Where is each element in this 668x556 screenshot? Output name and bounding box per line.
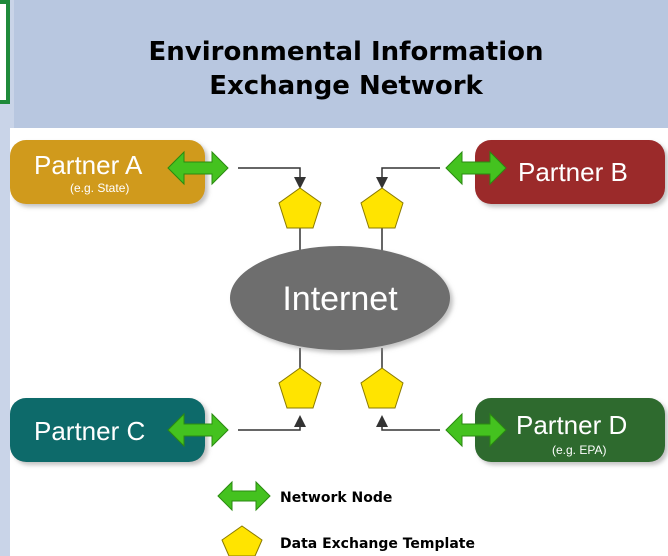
network-diagram: Partner A (e.g. State) Partner B Partner… <box>10 140 665 556</box>
partner-a-note: (e.g. State) <box>70 181 129 195</box>
connector-d <box>376 415 440 431</box>
legend-template-label: Data Exchange Template <box>280 536 475 552</box>
internet-label: Internet <box>282 280 398 318</box>
connector-b <box>376 167 440 189</box>
partner-a-label: Partner A <box>34 150 143 180</box>
data-templates <box>278 187 404 409</box>
partner-d-box: Partner D (e.g. EPA) <box>475 398 665 462</box>
frame-accent <box>0 0 10 104</box>
partner-b-box: Partner B <box>475 140 665 204</box>
double-arrow-icon <box>217 480 271 512</box>
pentagon-icon <box>360 187 404 229</box>
connector-a <box>238 167 306 189</box>
slide-title: Environmental Information Exchange Netwo… <box>24 0 668 132</box>
partner-c-box: Partner C <box>10 398 205 462</box>
connectors <box>238 167 440 431</box>
pentagon-icon <box>360 367 404 409</box>
pentagon-icon <box>278 367 322 409</box>
partner-c-label: Partner C <box>34 416 145 446</box>
pentagon-icon <box>221 525 263 556</box>
network-node-icons <box>167 150 507 448</box>
connector-c <box>238 415 306 431</box>
title-line-2: Exchange Network <box>209 71 483 101</box>
partner-d-label: Partner D <box>516 410 627 440</box>
internet-cloud: Internet <box>230 246 450 350</box>
partner-b-label: Partner B <box>518 157 628 187</box>
double-arrow-icon <box>445 412 507 448</box>
partner-d-note: (e.g. EPA) <box>552 443 606 457</box>
double-arrow-icon <box>445 150 507 186</box>
double-arrow-icon <box>167 150 229 186</box>
double-arrow-icon <box>167 412 229 448</box>
legend-node-label: Network Node <box>280 490 392 506</box>
title-line-1: Environmental Information <box>148 37 544 67</box>
diagram-panel: Partner A (e.g. State) Partner B Partner… <box>10 128 668 556</box>
pentagon-icon <box>278 187 322 229</box>
legend: Network Node Data Exchange Template <box>217 480 475 556</box>
partner-a-box: Partner A (e.g. State) <box>10 140 205 204</box>
